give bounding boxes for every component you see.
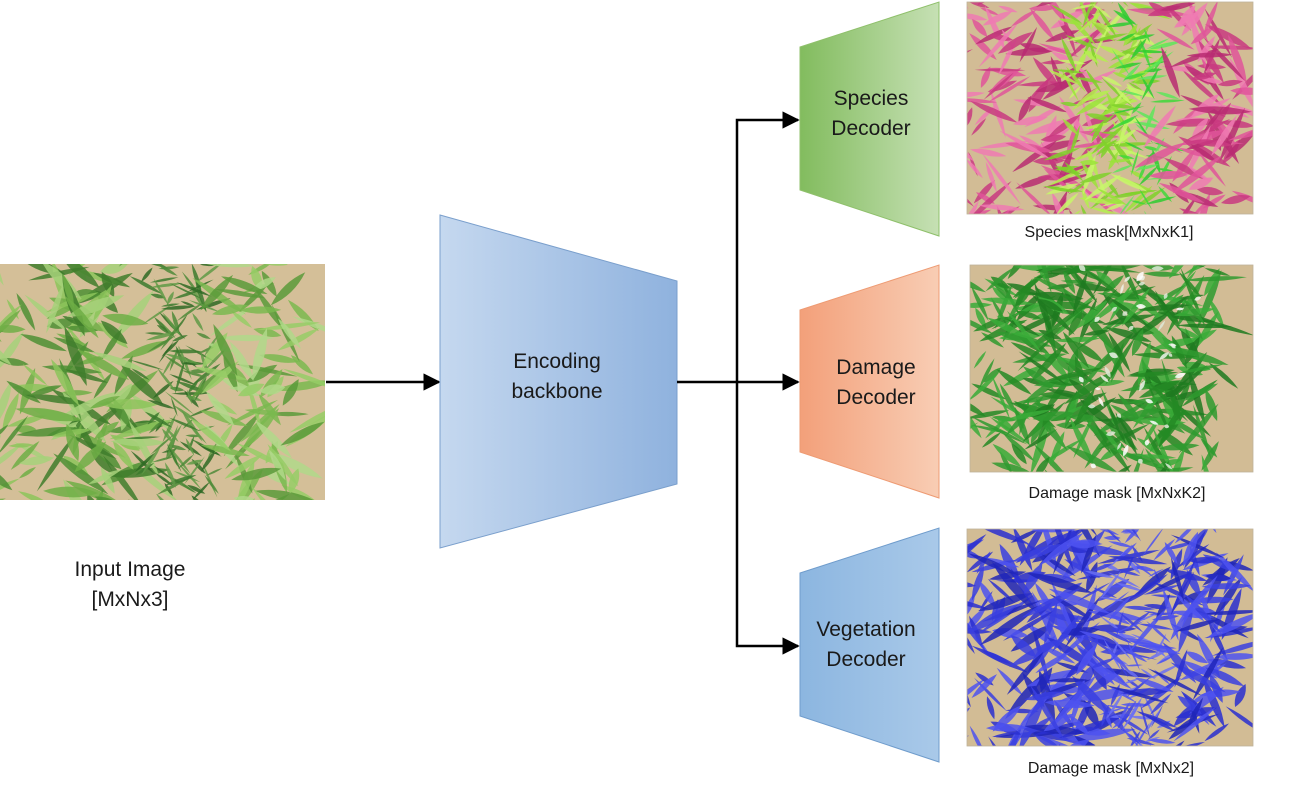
branch-connectors	[677, 111, 800, 655]
input-image-label: Input Image	[75, 558, 186, 581]
damage-decoder-block	[799, 264, 940, 499]
encoder-block	[439, 214, 678, 549]
species-decoder-block	[799, 1, 940, 237]
damage-decoder-label-2: Decoder	[836, 386, 915, 409]
encoder-label: Encoding	[513, 350, 601, 373]
vegetation-mask-image	[967, 529, 1253, 746]
vegetation-mask-caption: Damage mask [MxNx2]	[1028, 760, 1194, 777]
arrow-to-species-decoder	[735, 111, 800, 382]
input-image	[0, 264, 325, 500]
damage-decoder-label: Damage	[836, 356, 915, 379]
species-mask-image	[967, 2, 1253, 214]
input-image-shape: [MxNx3]	[91, 588, 168, 611]
damage-mask-caption: Damage mask [MxNxK2]	[1029, 485, 1206, 502]
damage-mask-image	[970, 265, 1253, 472]
vegetation-decoder-block	[799, 527, 940, 763]
vegetation-decoder-label-2: Decoder	[826, 648, 905, 671]
species-decoder-label: Species	[834, 87, 909, 110]
arrow-to-vegetation-decoder	[735, 382, 800, 655]
encoder-label-2: backbone	[511, 380, 602, 403]
species-decoder-label-2: Decoder	[831, 117, 910, 140]
vegetation-decoder-label: Vegetation	[816, 618, 915, 641]
species-mask-caption: Species mask[MxNxK1]	[1025, 224, 1194, 241]
